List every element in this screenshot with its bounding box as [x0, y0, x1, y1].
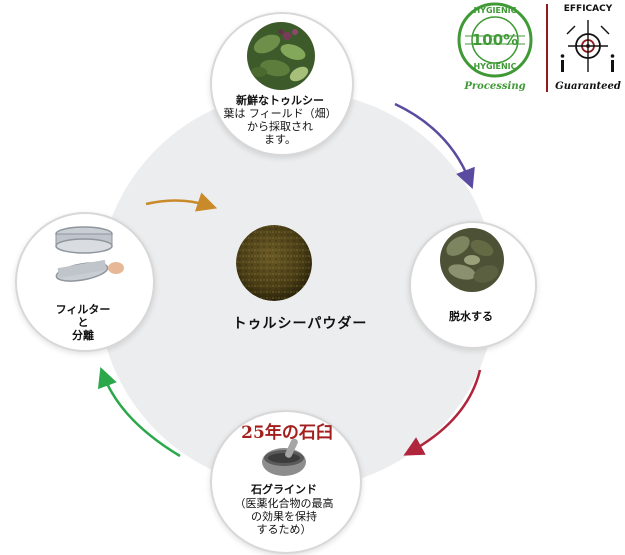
center-label: トゥルシーパウダー: [232, 316, 368, 332]
hygienic-caption: Processing: [464, 81, 526, 92]
mortar-image: [258, 436, 310, 478]
grind-line-3: するため）: [256, 523, 312, 536]
harvest-line-1: 新鮮なトゥルシー: [236, 94, 324, 107]
filter-line-1: フィルター: [55, 303, 111, 316]
step-grind: [210, 410, 362, 554]
filter-line-2: と: [77, 316, 89, 329]
efficacy-badge: EFFICACY Guaranteed: [553, 0, 623, 96]
harvest-line-4: ます。: [264, 133, 296, 146]
powder-image: [236, 225, 312, 301]
tulsi-leaves-image: [247, 22, 315, 90]
harvest-line-3: から採取され: [247, 120, 313, 133]
grind-line-2: の効果を保持: [251, 510, 317, 523]
harvest-line-2: 葉は フィールド（畑）: [223, 107, 337, 120]
grind-title: 石グラインド: [251, 483, 317, 496]
arrow-harvest-to-dry: [394, 102, 475, 189]
hygienic-bottom-text: HYGIENIC: [473, 62, 517, 71]
badge-divider: [546, 4, 548, 92]
filter-line-3: 分離: [72, 329, 94, 342]
dry-label: 脱水する: [449, 310, 493, 323]
arrow-dry-to-grind: [403, 369, 482, 456]
hygienic-percent: 100%: [471, 31, 519, 49]
dried-leaves-image: [440, 228, 504, 292]
hygienic-top-text: HYGIENIC: [473, 6, 517, 15]
efficacy-caption: Guaranteed: [555, 81, 621, 92]
sieve-image: [48, 220, 126, 294]
arrow-grind-to-filter: [97, 366, 181, 458]
efficacy-target-icon: [560, 20, 615, 72]
hygienic-badge: HYGIENIC 100% HYGIENIC Processing: [455, 0, 535, 96]
grind-old-label: 25年の石臼: [241, 423, 333, 443]
grind-line-1: （医薬化合物の最高: [234, 497, 334, 510]
efficacy-title: EFFICACY: [563, 4, 613, 14]
arrow-filter-to-center: [145, 192, 218, 212]
